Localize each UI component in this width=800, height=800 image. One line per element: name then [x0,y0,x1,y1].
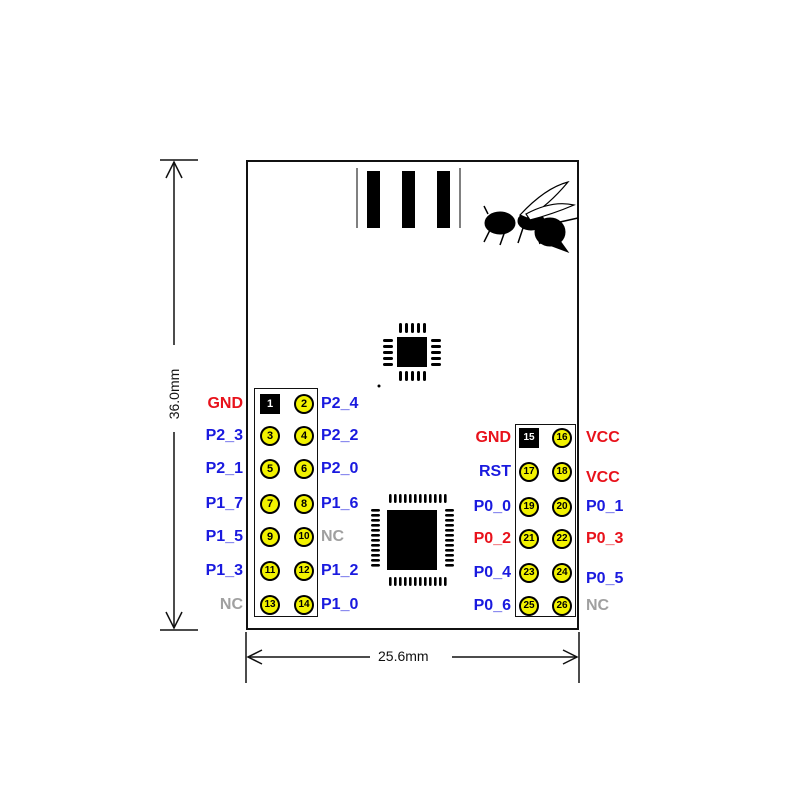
pin-label-3: P2_3 [205,427,243,444]
right-pin-23: 23 [519,563,539,583]
left-pin-14: 14 [294,595,314,615]
pin-label-9: P1_5 [205,528,243,545]
right-pin-19: 19 [519,497,539,517]
pin-label-20: P0_1 [586,498,624,515]
pin-label-14: P1_0 [321,596,359,613]
pin-label-23: P0_4 [473,564,511,581]
pin-label-26: NC [586,597,610,614]
pin-label-6: P2_0 [321,460,359,477]
pin-number: 5 [262,461,278,477]
left-pin-12: 12 [294,561,314,581]
right-pin-17: 17 [519,462,539,482]
left-pin-1: 1 [260,394,280,414]
left-pin-2: 2 [294,394,314,414]
pin-label-4: P2_2 [321,427,359,444]
left-pin-4: 4 [294,426,314,446]
pin-number: 4 [296,428,312,444]
right-pin-18: 18 [552,462,572,482]
pin-label-17: RST [479,463,511,480]
antenna-icon [356,168,461,228]
right-pin-15: 15 [519,428,539,448]
pin-number: 3 [262,428,278,444]
pin-number: 24 [554,565,570,581]
pin-label-13: NC [219,596,243,613]
pin-label-8: P1_6 [321,495,359,512]
small-chip [397,337,427,367]
left-pin-5: 5 [260,459,280,479]
pin-number: 23 [521,565,537,581]
width-dimension-label: 25.6mm [378,648,429,664]
pin-number: 10 [296,529,312,545]
pin-number: 16 [554,430,570,446]
left-header [254,388,318,617]
pin-label-22: P0_3 [586,530,624,547]
pin-number: 2 [296,396,312,412]
pin-label-24: P0_5 [586,570,624,587]
left-pin-8: 8 [294,494,314,514]
left-pin-6: 6 [294,459,314,479]
pin-number: 14 [296,597,312,613]
pin-number: 6 [296,461,312,477]
left-pin-3: 3 [260,426,280,446]
pin-number: 20 [554,499,570,515]
pin-label-16: VCC [586,429,620,446]
pin-number: 17 [521,464,537,480]
pin-number: 8 [296,496,312,512]
left-pin-11: 11 [260,561,280,581]
pin-number: 15 [521,430,537,446]
pin-number: 19 [521,499,537,515]
pin-number: 21 [521,531,537,547]
pin-number: 18 [554,464,570,480]
right-pin-26: 26 [552,596,572,616]
pin-number: 7 [262,496,278,512]
pin-number: 1 [262,396,278,412]
pin-number: 13 [262,597,278,613]
pin-number: 9 [262,529,278,545]
pin-number: 22 [554,531,570,547]
pin-number: 26 [554,598,570,614]
pin-label-1: GND [207,395,243,412]
left-pin-13: 13 [260,595,280,615]
right-pin-25: 25 [519,596,539,616]
pin-label-25: P0_6 [473,597,511,614]
left-pin-10: 10 [294,527,314,547]
pin-label-5: P2_1 [205,460,243,477]
right-pin-22: 22 [552,529,572,549]
pin-label-11: P1_3 [205,562,243,579]
right-header [515,424,576,617]
left-pin-9: 9 [260,527,280,547]
right-pin-24: 24 [552,563,572,583]
pin-number: 11 [262,563,278,579]
pin-label-18: VCC [586,469,620,486]
pin-label-7: P1_7 [205,495,243,512]
pin-label-10: NC [321,528,345,545]
right-pin-20: 20 [552,497,572,517]
left-pin-7: 7 [260,494,280,514]
pin-label-15: GND [475,429,511,446]
pin-number: 25 [521,598,537,614]
pin-label-2: P2_4 [321,395,359,412]
right-pin-16: 16 [552,428,572,448]
right-pin-21: 21 [519,529,539,549]
mcu-chip [387,510,437,570]
pin-number: 12 [296,563,312,579]
pin-label-19: P0_0 [473,498,511,515]
pin-label-12: P1_2 [321,562,359,579]
wasp-icon [483,180,579,254]
pin-label-21: P0_2 [473,530,511,547]
